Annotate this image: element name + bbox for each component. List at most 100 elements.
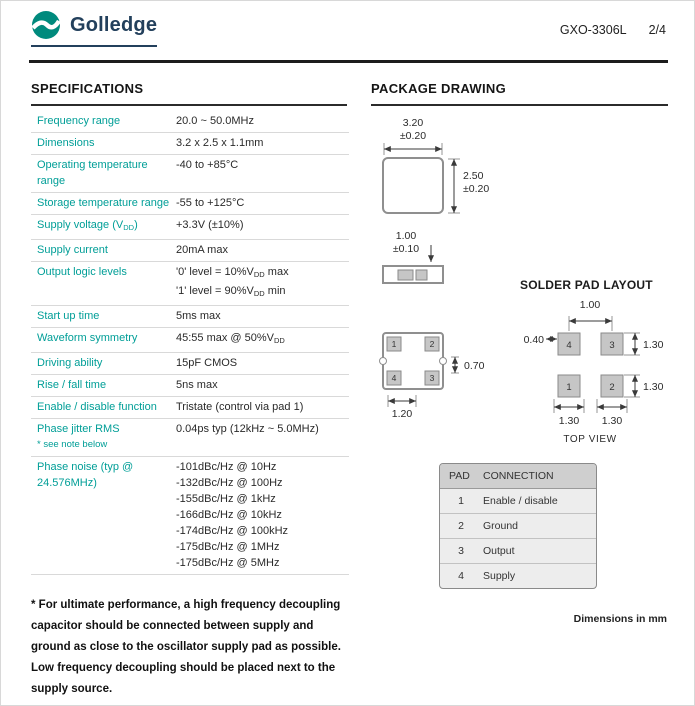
header-divider (29, 60, 668, 63)
golledge-logo: Golledge (31, 10, 158, 47)
header-document-info: GXO-3306L 2/4 (560, 23, 666, 37)
spec-value: '0' level = 10%VDD max'1' level = 90%VDD… (176, 264, 349, 302)
dim-height-value: 2.50 (463, 170, 484, 182)
dim-pad-height-value: 0.70 (464, 360, 485, 372)
spec-value-line: 20.0 ~ 50.0MHz (176, 115, 254, 127)
spec-value: 5ms max (176, 308, 349, 324)
spec-footnote: * For ultimate performance, a high frequ… (31, 599, 341, 695)
spec-label: Waveform symmetry (37, 332, 138, 344)
spec-value-line: -101dBc/Hz @ 10Hz (176, 461, 277, 473)
spec-row: Frequency range 20.0 ~ 50.0MHz (31, 111, 349, 133)
spec-value: 5ns max (176, 377, 349, 393)
spec-value-line: 45:55 max @ 50%VDD (176, 332, 285, 345)
page-number: 2/4 (648, 23, 666, 37)
spec-label-note: * see note below (37, 439, 108, 450)
dim-pad-w-left-value: 1.30 (559, 415, 580, 427)
spec-value-line: -132dBc/Hz @ 100Hz (176, 477, 283, 489)
spec-value: +3.3V (±10%) (176, 217, 349, 236)
pad-number-cell: 3 (458, 545, 464, 557)
dim-pad-h-bottom-value: 1.30 (643, 381, 664, 393)
side-notch (439, 357, 447, 365)
spec-label: Driving ability (37, 357, 103, 369)
package-outline (382, 157, 444, 214)
side-view-pad (397, 269, 414, 281)
solder-pad-1-number: 1 (566, 382, 571, 393)
package-side-view-drawing: 1.00 ±0.10 (382, 230, 444, 284)
spec-value-line: 15pF CMOS (176, 357, 238, 369)
solder-pad-3-number: 3 (609, 340, 614, 351)
pad-number-cell: 1 (458, 495, 464, 507)
spec-row: Waveform symmetry 45:55 max @ 50%VDD (31, 328, 349, 353)
solder-pad-3 (600, 332, 624, 356)
logo-swoosh (31, 19, 61, 30)
solder-pad-2 (600, 374, 624, 398)
package-top-view-drawing: 3.20 ±0.20 2.50 ±0.20 (382, 117, 489, 214)
spec-value-line: 0.04ps typ (12kHz ~ 5.0MHz) (176, 423, 319, 435)
spec-value-line: -155dBc/Hz @ 1kHz (176, 493, 276, 505)
golledge-logo-icon (31, 11, 61, 39)
spec-row: Start up time 5ms max (31, 306, 349, 328)
spec-value: Tristate (control via pad 1) (176, 399, 349, 415)
spec-label: Storage temperature range (37, 197, 170, 209)
pad-connection-cell: Supply (483, 570, 516, 582)
bottom-pad-2 (424, 336, 440, 352)
spec-value-line: 20mA max (176, 244, 228, 256)
spec-value: 20mA max (176, 242, 349, 258)
solder-pad-layout-drawing: 1.00 4 3 1 2 0.40 1.30 1.30 1.30 1.30 TO… (524, 299, 664, 445)
spec-value: 45:55 max @ 50%VDD (176, 330, 349, 349)
spec-row: Operating temperature range -40 to +85°C (31, 155, 349, 193)
spec-label: Supply current (37, 244, 108, 256)
spec-value: 20.0 ~ 50.0MHz (176, 113, 349, 129)
side-notch (379, 357, 387, 365)
units-note: Dimensions in mm (573, 613, 667, 625)
package-drawing-heading: PACKAGE DRAWING (371, 81, 668, 106)
spec-value: -101dBc/Hz @ 10Hz -132dBc/Hz @ 100Hz -155d… (176, 459, 349, 571)
spec-row: Supply current 20mA max (31, 240, 349, 262)
spec-label: Dimensions (37, 137, 95, 149)
top-view-label: TOP VIEW (563, 434, 616, 445)
specifications-heading: SPECIFICATIONS (31, 81, 347, 106)
spec-label: Operating temperature range (37, 159, 148, 187)
dim-pad-pitch-value: 1.20 (392, 408, 413, 420)
spec-label: Frequency range (37, 115, 121, 127)
spec-value-line: 5ns max (176, 379, 218, 391)
bottom-pad-2-number: 2 (430, 339, 435, 349)
pad-table-header-row: PAD CONNECTION (440, 464, 596, 489)
spec-value-line: -175dBc/Hz @ 5MHz (176, 557, 280, 569)
dim-pad-h-top-value: 1.30 (643, 339, 664, 351)
spec-value: -40 to +85°C (176, 157, 349, 189)
dim-offset-value: 0.40 (524, 334, 545, 346)
spec-value: 0.04ps typ (12kHz ~ 5.0MHz) (176, 421, 349, 453)
solder-pad-4-number: 4 (566, 340, 571, 351)
spec-value-line: 5ms max (176, 310, 221, 322)
bottom-pad-4-number: 4 (392, 373, 397, 383)
side-view-pad (415, 269, 428, 281)
spec-value-line: -175dBc/Hz @ 1MHz (176, 541, 280, 553)
dim-center-value: 1.00 (580, 299, 601, 311)
connection-column-header: CONNECTION (483, 470, 554, 482)
spec-value-line: -166dBc/Hz @ 10kHz (176, 509, 282, 521)
spec-value-line: '1' level = 90%VDD min (176, 285, 286, 298)
bottom-pad-3 (424, 370, 440, 386)
solder-pad-4 (557, 332, 581, 356)
pad-connection-cell: Ground (483, 520, 519, 532)
spec-row: Driving ability 15pF CMOS (31, 353, 349, 375)
solder-pad-2-number: 2 (609, 382, 614, 393)
spec-value-line: -174dBc/Hz @ 100kHz (176, 525, 289, 537)
package-bottom-view-drawing: 1 2 4 3 0.70 1.20 (379, 332, 485, 420)
dim-width-value: 3.20 (403, 117, 424, 129)
dim-thickness-value: 1.00 (396, 230, 417, 242)
spec-label: Start up time (37, 310, 100, 322)
spec-value: -55 to +125°C (176, 195, 349, 211)
spec-value-line: -55 to +125°C (176, 197, 245, 209)
bottom-pad-4 (386, 370, 402, 386)
spec-row: Output logic levels'0' level = 10%VDD ma… (31, 262, 349, 306)
